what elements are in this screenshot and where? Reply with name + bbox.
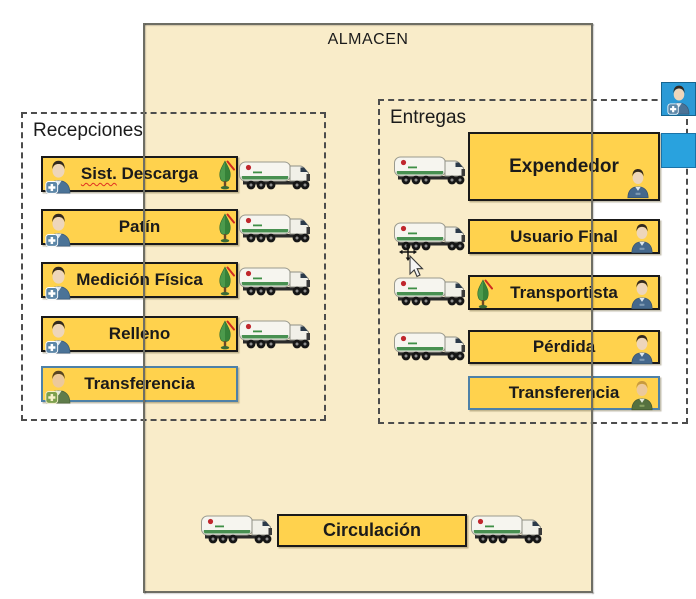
person-icon <box>626 167 650 199</box>
person-icon <box>630 278 654 310</box>
tanker-truck-icon[interactable] <box>238 155 314 193</box>
person-add-blue-box[interactable] <box>661 82 696 116</box>
shape-usuario-final[interactable]: Usuario Final <box>468 219 660 254</box>
person-icon <box>630 222 654 254</box>
tanker-truck-icon[interactable] <box>238 261 314 299</box>
recepciones-title: Recepciones <box>33 120 143 141</box>
person-green-icon <box>630 379 654 411</box>
shape-sist-descarga[interactable]: Sist. Descarga <box>41 156 238 192</box>
person-icon <box>630 333 654 365</box>
person-add-icon <box>45 156 72 197</box>
shape-perdida[interactable]: Pérdida <box>468 330 660 364</box>
shape-transportista[interactable]: Transportista <box>468 275 660 310</box>
person-add-green-icon <box>45 366 72 407</box>
shape-label: Usuario Final <box>510 226 618 246</box>
shape-label: Circulación <box>322 520 422 540</box>
person-add-icon <box>45 209 72 250</box>
tanker-truck-icon[interactable] <box>393 326 469 364</box>
shape-label: Transportista <box>510 282 618 302</box>
almacen-title: ALMACEN <box>327 31 409 48</box>
move-pointer-cursor-icon <box>399 243 427 279</box>
tree-icon <box>215 266 235 296</box>
tree-icon <box>473 279 493 309</box>
shape-label: Relleno <box>108 324 171 343</box>
tree-icon <box>215 320 235 350</box>
almacen-border-bottom <box>143 591 593 593</box>
shape-transferencia-entrega[interactable]: Transferencia <box>468 376 660 410</box>
shape-label: Pérdida <box>532 337 596 356</box>
tanker-truck-icon[interactable] <box>200 509 276 547</box>
almacen-border-top <box>143 23 593 25</box>
entregas-title: Entregas <box>390 107 467 128</box>
shape-label: Transferencia <box>84 374 195 393</box>
shape-label: Expendedor <box>509 155 619 177</box>
tanker-truck-icon[interactable] <box>238 208 314 246</box>
entregas-group: Entregas <box>378 99 688 424</box>
recepciones-group: Recepciones <box>21 112 326 421</box>
shape-label: Patín <box>118 217 161 236</box>
person-add-icon <box>45 262 72 303</box>
shape-label: Transferencia <box>508 383 620 402</box>
almacen-border-left <box>143 23 145 593</box>
shape-transferencia-recepcion[interactable]: Transferencia <box>41 366 238 402</box>
shape-label: Sist. Descarga <box>80 164 199 183</box>
tree-icon <box>215 213 235 243</box>
person-add-icon <box>667 84 691 115</box>
shape-label: Medición Física <box>76 270 203 289</box>
shape-circulacion[interactable]: Circulación <box>277 514 467 547</box>
tanker-truck-icon[interactable] <box>470 509 546 547</box>
tanker-truck-icon[interactable] <box>393 150 469 188</box>
shape-expendedor[interactable]: Expendedor <box>468 132 660 201</box>
shape-medicion-fisica[interactable]: Medición Física <box>41 262 238 298</box>
almacen-border-right <box>591 23 593 593</box>
shape-relleno[interactable]: Relleno <box>41 316 238 352</box>
blue-square[interactable] <box>661 133 696 168</box>
shape-patin[interactable]: Patín <box>41 209 238 245</box>
person-add-icon <box>45 316 72 357</box>
tree-icon <box>215 160 235 190</box>
tanker-truck-icon[interactable] <box>238 314 314 352</box>
